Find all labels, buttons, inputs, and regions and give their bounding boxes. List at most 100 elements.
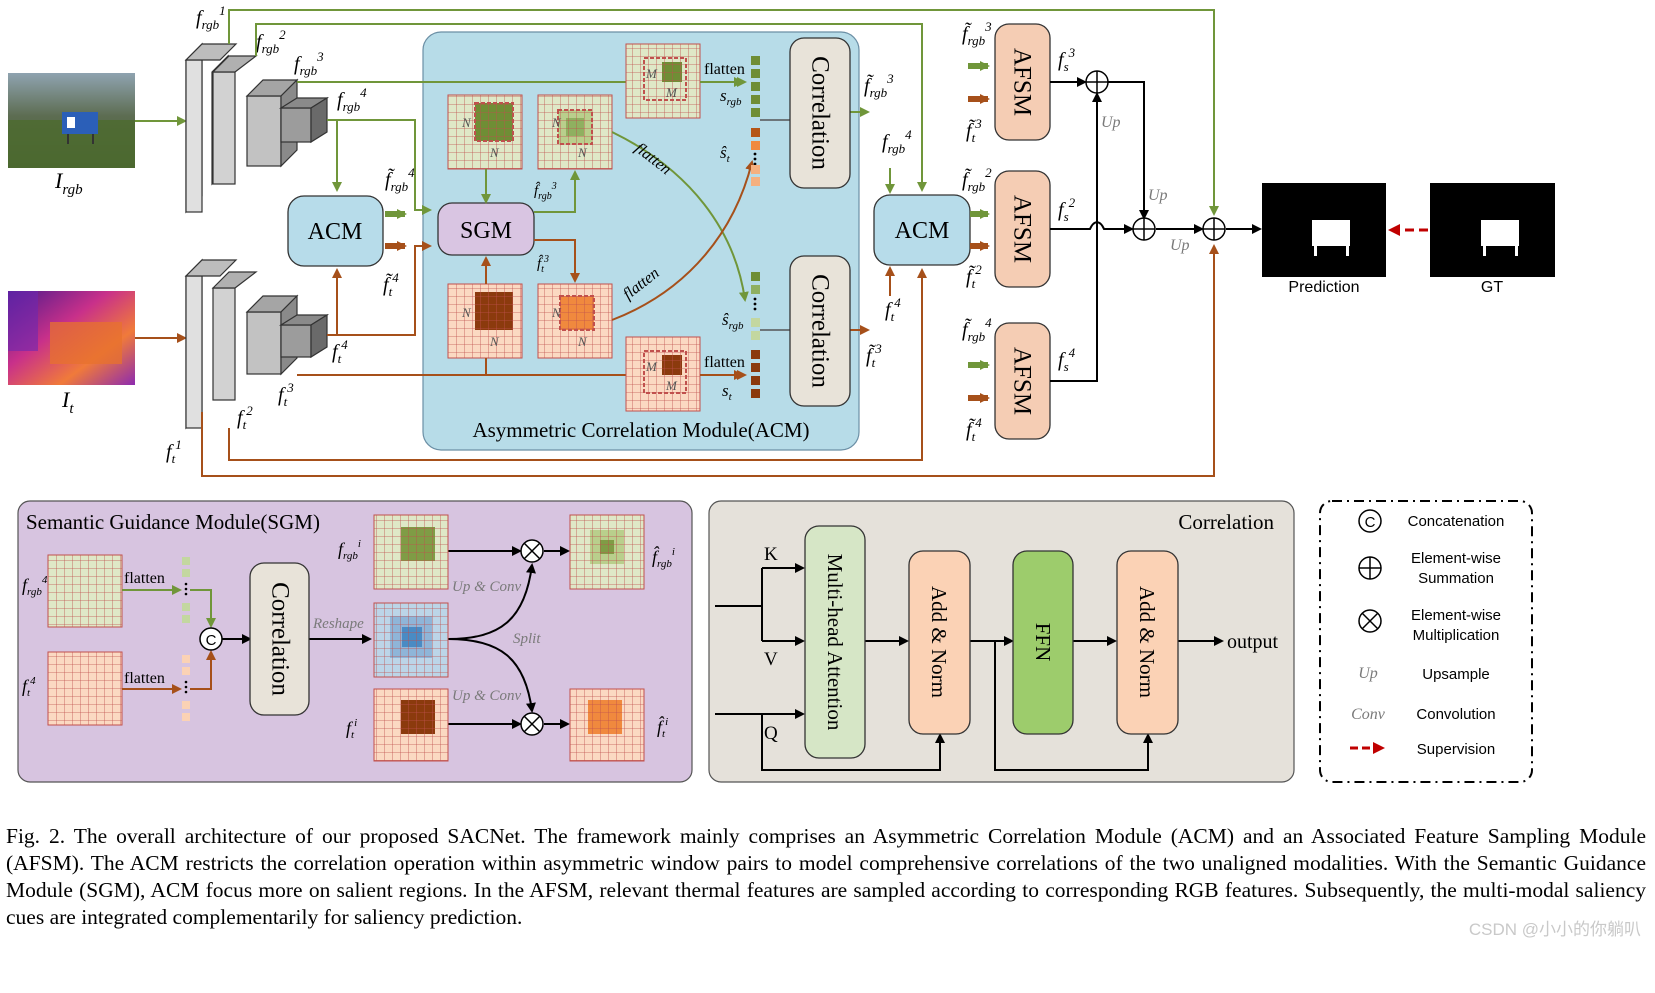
ffn-block-label: FFN [1031,623,1055,662]
sgm-grid-saliency [373,602,449,678]
gt-map [1430,183,1555,277]
afsm-block-2: AFSM [994,170,1051,288]
label-f-rgb-1: frgb1 [196,3,226,32]
sum-nodes [1085,70,1226,241]
label-fh-t-3: f̂t3 [537,254,549,275]
sgm-detail-title: Semantic Guidance Module(SGM) [26,510,320,534]
svg-text:N: N [577,334,588,349]
rgb-input-label: Irgb [54,168,83,198]
svg-text:Supervision: Supervision [1417,741,1495,758]
split-label: Split [513,631,541,647]
add-norm-block-1-label: Add & Norm [927,586,951,698]
svg-text:N: N [489,145,500,160]
sgm-label-f-rgb-4: frgb4 [22,574,48,598]
sgm-label-f-rgb-i: frgbi [338,538,361,562]
sgm-mul-nodes [520,539,544,736]
label-fh-rgb-3: f̂rgb3 [534,181,557,202]
legend-item-up: Up Upsample [1358,665,1490,683]
gt-label: GT [1481,279,1503,296]
watermark: CSDN @小小的你躺叭 [1468,920,1641,939]
label-s-t: st [722,381,733,403]
skip-connections [201,9,1219,477]
correlation-detail-flows [715,563,1224,771]
upconv-label-1: Up & Conv [452,579,522,595]
label-f-t-1: ft1 [166,437,182,466]
flatten-label-rgb: flatten [704,61,745,78]
label-f-rgb-3: frgb3 [294,49,324,78]
sgm-label-fh-rgb-i: f̂rgbi [652,546,675,570]
svg-text:Element-wise: Element-wise [1411,607,1501,624]
svg-text:AFSM: AFSM [1009,195,1036,263]
label-ft-rgb-4: f̃rgb4 [385,165,415,194]
sgm-concat-node [199,627,223,651]
token-column-2 [751,272,760,398]
label-sh-t: ŝt [720,143,731,165]
correlation-box-rgb [789,37,851,189]
q-label: Q [764,723,778,744]
label-ft-t-4-afsm: f̃t4 [966,415,982,444]
thermal-input-label: It [61,387,74,417]
mha-block-label: Multi-head Attention [823,554,847,731]
sgm-token-rgb [182,557,190,623]
rgb-input-image [8,73,135,168]
svg-text:Up: Up [1358,665,1378,682]
legend-item-mul: Element-wise Multiplication [1358,607,1501,644]
acm-node-stage3-label: ACM [895,218,950,244]
svg-text:M: M [645,66,658,81]
up-label-3: Up [1170,237,1190,254]
sgm-flatten-t: flatten [124,670,165,687]
label-f-t-2: ft2 [237,403,253,432]
sgm-flows [122,546,570,729]
output-label: output [1227,631,1279,653]
svg-text:C: C [1365,514,1376,531]
label-ft-rgb-3-afsm: f̃rgb3 [962,19,992,48]
sgm-grid-rgb-feature [373,514,449,590]
label-ft-rgb-3: f̃rgb3 [864,71,894,100]
prediction-label: Prediction [1288,279,1359,296]
v-label: V [764,649,778,670]
sgm-flatten-rgb: flatten [124,570,165,587]
up-label-2: Up [1148,187,1168,204]
label-f-t-3: ft3 [278,380,294,409]
svg-text:N: N [551,305,562,320]
thermal-encoder [184,258,330,430]
label-fs-3: fs3 [1058,45,1076,74]
svg-text:M: M [665,378,678,393]
decoder-flows [1050,77,1262,382]
prediction-map [1262,183,1386,277]
add-norm-block-1 [908,550,971,735]
add-norm-block-2-label: Add & Norm [1135,586,1159,698]
acm-node-stage3 [873,194,971,266]
sgm-token-t [182,655,190,721]
correlation-detail-title: Correlation [1178,510,1274,534]
label-fs-4: fs4 [1058,345,1076,374]
svg-text:Concatenation: Concatenation [1408,513,1505,530]
legend-item-conv: Conv Convolution [1351,706,1496,723]
token-column-1 [751,56,760,186]
acm-grid-rgb-key: M M [625,43,701,119]
legend-item-concat: C Concatenation [1358,509,1505,533]
mha-block [804,525,866,759]
label-f-rgb-2: frgb2 [256,27,286,56]
svg-text:N: N [461,115,472,130]
acm-node-stage4-label: ACM [308,219,363,245]
correlation-box-rgb-label: Correlation [807,56,834,170]
ffn-block [1012,550,1074,735]
upconv-label-2: Up & Conv [452,688,522,704]
sgm-grid-rgb-input [47,554,123,628]
svg-text:N: N [461,305,472,320]
sgm-grid-t-output [569,688,645,762]
label-fs-2: fs2 [1058,195,1076,224]
acm-grid-rgb-enhanced: N N [537,94,613,170]
acm-grid-rgb-query: N N [447,94,523,170]
acm-module-title: Asymmetric Correlation Module(ACM) [472,418,809,442]
afsm-block-3: AFSM [994,23,1051,141]
svg-text:Upsample: Upsample [1422,666,1490,683]
acm-grid-t-enhanced: N N [537,283,613,359]
sgm-concat-symbol: C [206,632,217,649]
rgb-encoder [184,42,330,214]
svg-text:Summation: Summation [1418,570,1494,587]
acm-node-stage4 [287,195,384,267]
sgm-label-fh-t-i: f̂ti [657,716,668,740]
acm-grid-t-key: M M [625,336,701,412]
